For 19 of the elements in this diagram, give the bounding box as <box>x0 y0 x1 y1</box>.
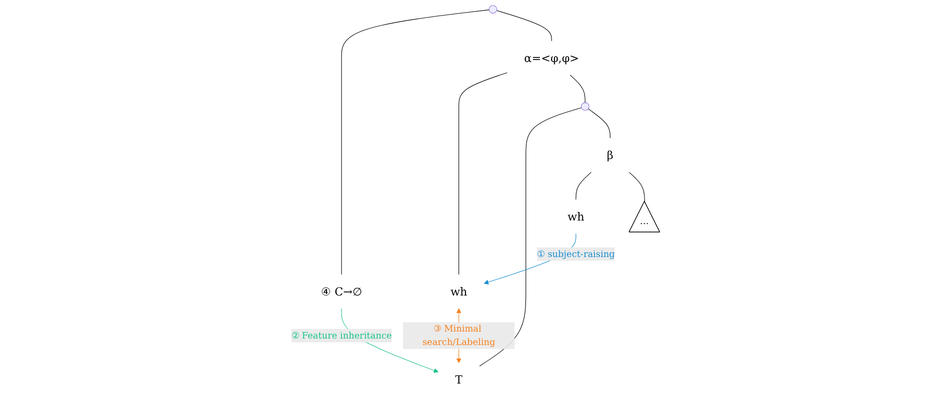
edge-label: ② Feature inheritance <box>291 330 392 341</box>
node-point <box>488 5 498 14</box>
node-text: T <box>455 373 463 386</box>
connector <box>576 172 592 200</box>
connector <box>628 172 645 202</box>
connector <box>341 10 490 276</box>
connector <box>588 108 610 139</box>
connector <box>570 74 586 103</box>
connector <box>496 10 552 42</box>
node-text: ④ C→∅ <box>321 284 362 298</box>
node-point <box>580 102 590 111</box>
connector <box>479 107 582 367</box>
node-text: wh <box>568 210 584 224</box>
node-text: wh <box>450 284 468 298</box>
node-text: α=<φ,φ> <box>524 51 580 65</box>
edge-label: ③ Minimal search/Labeling <box>422 323 496 348</box>
node-text: β <box>606 148 614 162</box>
edge-label: ① subject-raising <box>537 248 615 260</box>
connector <box>458 72 508 276</box>
